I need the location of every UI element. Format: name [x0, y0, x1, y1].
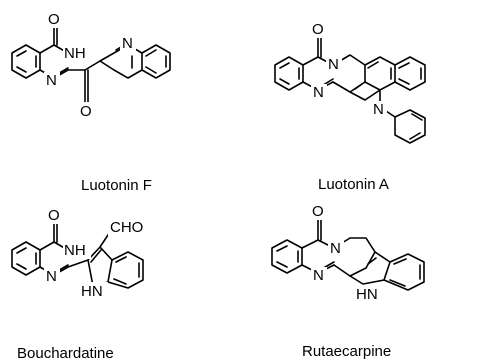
atom-nh: NH — [64, 242, 86, 259]
atom-o: O — [312, 203, 324, 220]
structure-bouchardatine: O NH N CHO HN — [11, 206, 148, 300]
atom-nh: NH — [64, 45, 86, 62]
atom-n: N — [328, 56, 339, 73]
atom-n: N — [313, 267, 324, 284]
atom-o: O — [48, 207, 60, 224]
atom-hn: HN — [356, 286, 378, 303]
structure-luotonin-a: O N N N — [274, 20, 426, 144]
atom-o: O — [80, 103, 92, 120]
atom-n: N — [46, 72, 57, 89]
atom-n: N — [122, 35, 133, 52]
atom-n: N — [46, 268, 57, 285]
atom-hn: HN — [81, 283, 103, 300]
atom-cho: CHO — [110, 219, 143, 236]
atom-n: N — [313, 84, 324, 101]
atom-o: O — [312, 21, 324, 38]
compound-label: Luotonin A — [318, 176, 389, 193]
structure-rutaecarpine: O N N HN — [271, 202, 425, 303]
compound-label: Bouchardatine — [17, 345, 114, 362]
atom-n: N — [373, 101, 384, 118]
compound-label: Luotonin F — [81, 177, 152, 194]
structure-luotonin-f: O NH N N O — [11, 10, 171, 120]
atom-n: N — [330, 240, 341, 257]
atom-o: O — [48, 11, 60, 28]
compound-label: Rutaecarpine — [302, 343, 391, 360]
